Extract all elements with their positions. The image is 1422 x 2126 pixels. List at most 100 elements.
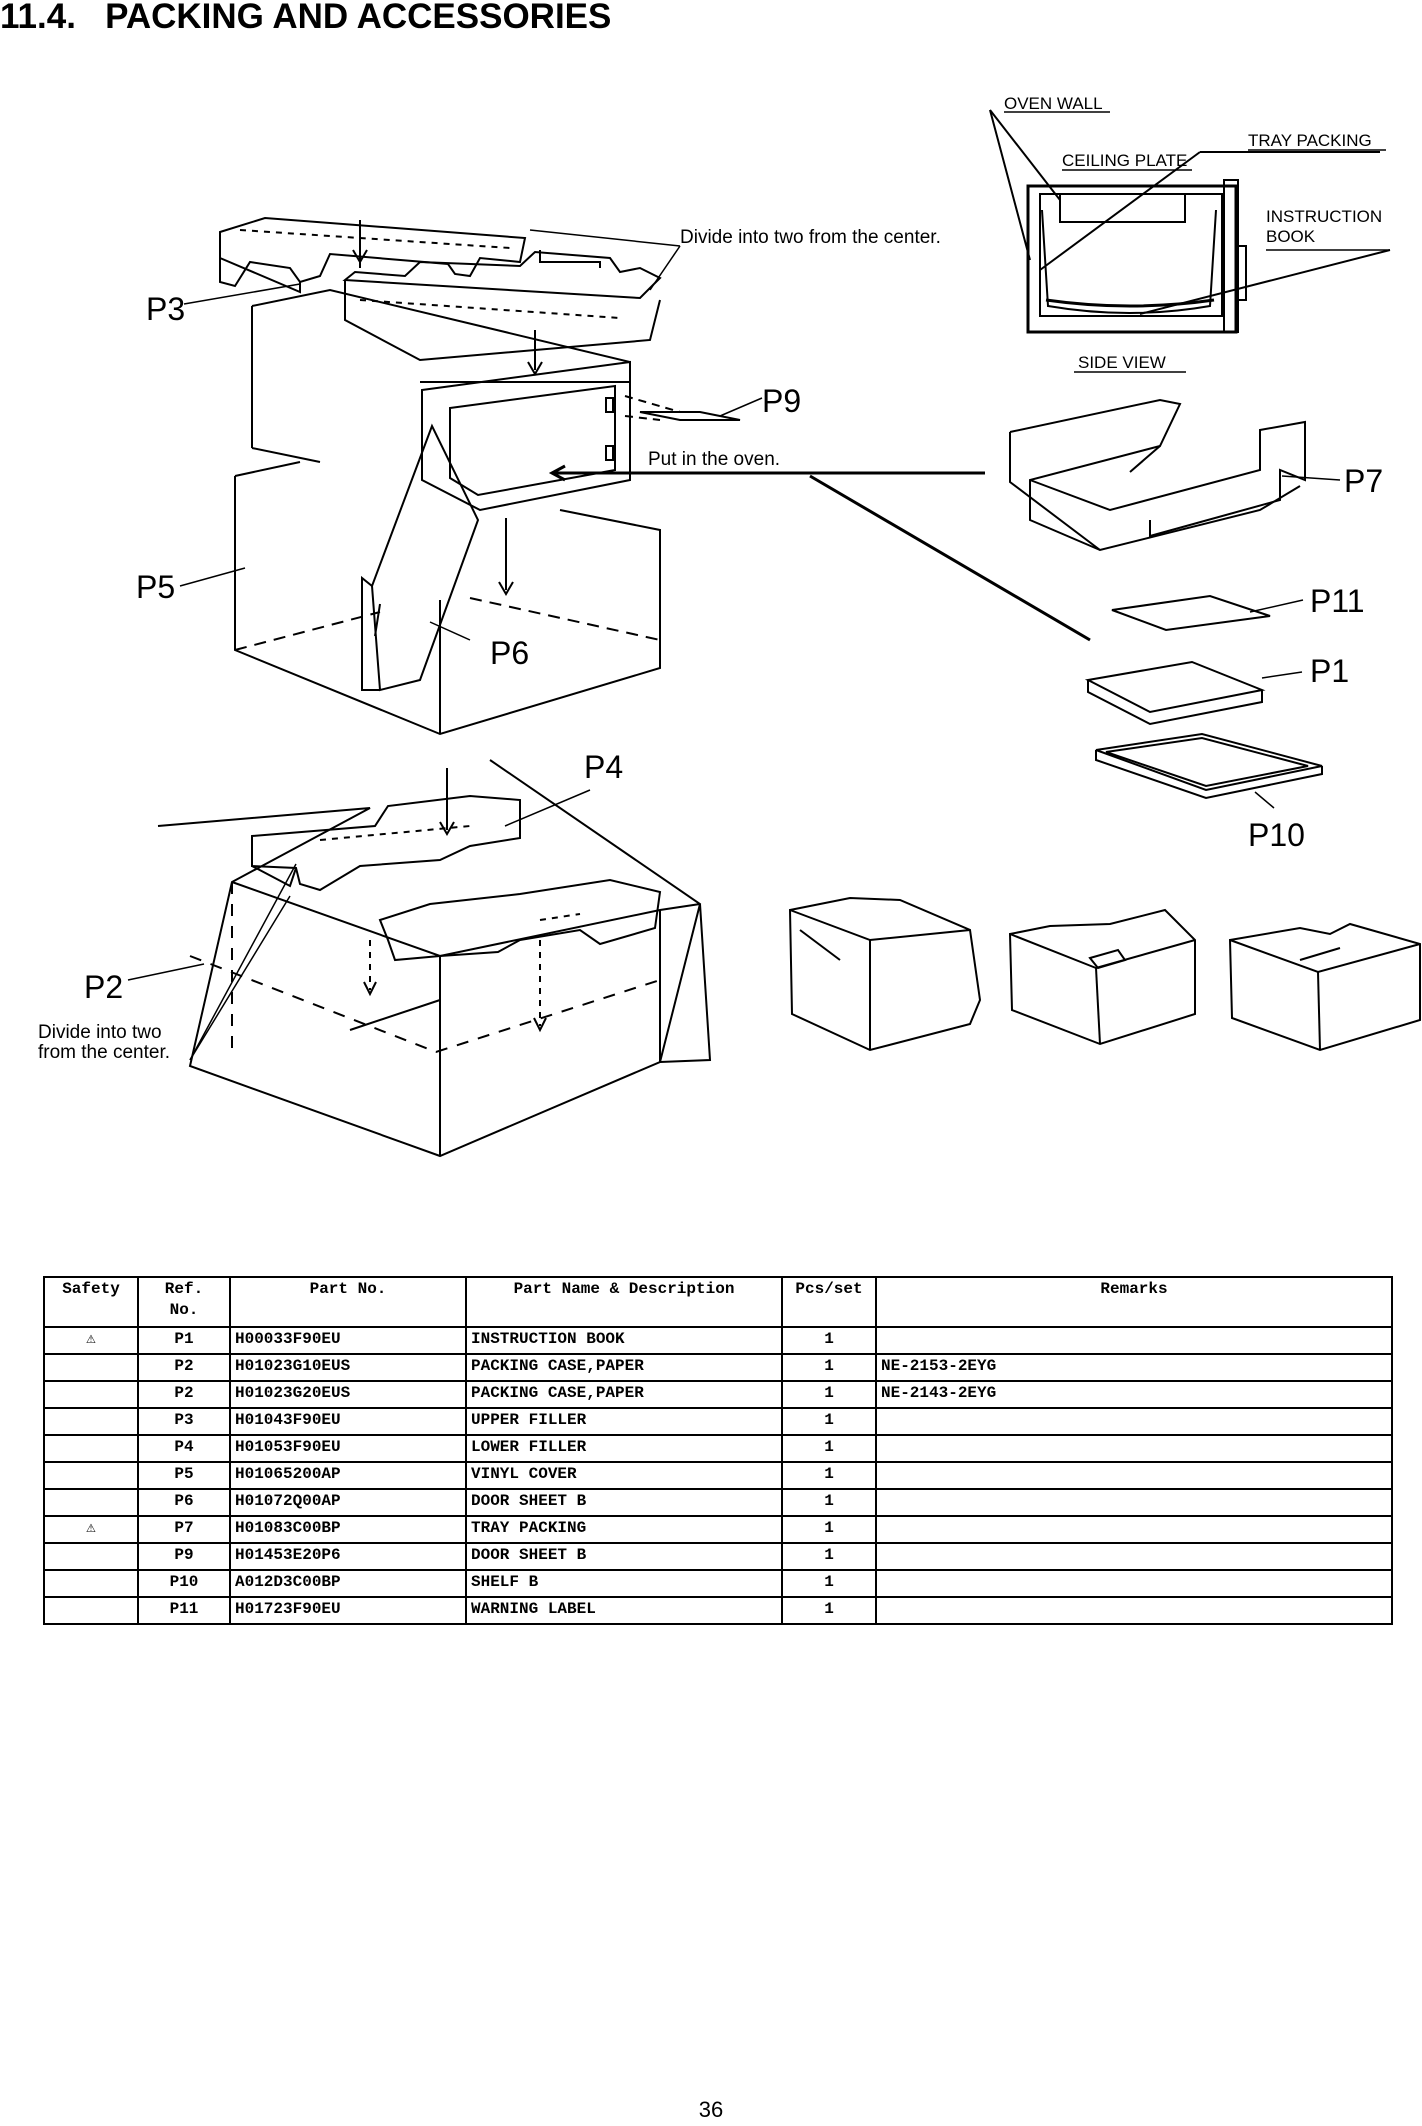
cell-safety: ⚠: [43, 1326, 139, 1355]
table-row: P6 H01072Q00AP DOOR SHEET B 1: [43, 1488, 1393, 1517]
cell-part: H01023G10EUS: [229, 1353, 467, 1382]
cell-remarks: [875, 1434, 1393, 1463]
table-row: P10 A012D3C00BP SHELF B 1: [43, 1569, 1393, 1598]
table-row: P2 H01023G10EUS PACKING CASE,PAPER 1 NE-…: [43, 1353, 1393, 1382]
door-sheet-drawing: [361, 423, 480, 692]
section-heading: 11.4. PACKING AND ACCESSORIES: [0, 0, 611, 34]
cell-part: H01023G20EUS: [229, 1380, 467, 1409]
cell-name: PACKING CASE,PAPER: [465, 1353, 783, 1382]
cell-pcs: 1: [781, 1353, 877, 1382]
cell-part: H01453E20P6: [229, 1542, 467, 1571]
warning-label-drawing: [1111, 594, 1271, 632]
cell-ref: P2: [137, 1353, 231, 1382]
table-row: ⚠ P7 H01083C00BP TRAY PACKING 1: [43, 1515, 1393, 1544]
header-ref-line2: No.: [169, 1301, 199, 1319]
cell-remarks: [875, 1488, 1393, 1517]
cell-pcs: 1: [781, 1434, 877, 1463]
note-put-in-oven: Put in the oven.: [648, 449, 780, 470]
callout-p6: P6: [490, 635, 529, 671]
cell-remarks: [875, 1326, 1393, 1355]
cell-ref: P9: [137, 1542, 231, 1571]
header-name: Part Name & Description: [465, 1276, 783, 1328]
instruction-book-drawing: [1084, 660, 1266, 726]
upper-filler-drawing: [219, 216, 662, 362]
cell-pcs: 1: [781, 1461, 877, 1490]
cell-safety: [43, 1407, 139, 1436]
oven-body-drawing: [421, 360, 631, 512]
label-instruction-2: BOOK: [1266, 227, 1316, 246]
cell-name: PACKING CASE,PAPER: [465, 1380, 783, 1409]
cell-safety: [43, 1353, 139, 1382]
label-instruction-1: INSTRUCTION: [1266, 207, 1382, 226]
callout-p11: P11: [1310, 583, 1365, 619]
tray-packing-drawing: [1009, 398, 1306, 552]
cell-remarks: NE-2143-2EYG: [875, 1380, 1393, 1409]
cell-ref: P7: [137, 1515, 231, 1544]
vinyl-cover-box: [234, 461, 661, 736]
door-sheet-small: [624, 395, 741, 421]
cell-remarks: [875, 1407, 1393, 1436]
header-pcs: Pcs/set: [781, 1276, 877, 1328]
cell-remarks: [875, 1542, 1393, 1571]
callout-p9: P9: [762, 383, 801, 419]
upper-carton: [251, 288, 631, 463]
cell-name: SHELF B: [465, 1569, 783, 1598]
table-row: P2 H01023G20EUS PACKING CASE,PAPER 1 NE-…: [43, 1380, 1393, 1409]
note-divide-bottom-2: from the center.: [38, 1042, 170, 1063]
cell-safety: ⚠: [43, 1515, 139, 1544]
cell-part: H01723F90EU: [229, 1596, 467, 1625]
cell-ref: P6: [137, 1488, 231, 1517]
cell-part: A012D3C00BP: [229, 1569, 467, 1598]
callout-p2: P2: [84, 969, 123, 1005]
cell-part: H00033F90EU: [229, 1326, 467, 1355]
cell-pcs: 1: [781, 1380, 877, 1409]
cell-pcs: 1: [781, 1515, 877, 1544]
cell-safety: [43, 1542, 139, 1571]
label-oven-wall: OVEN WALL: [1004, 94, 1103, 113]
cell-pcs: 1: [781, 1596, 877, 1625]
note-divide-bottom-1: Divide into two: [38, 1022, 162, 1043]
cell-safety: [43, 1461, 139, 1490]
wrapped-box-1: [788, 896, 982, 1052]
shelf-drawing: [1095, 732, 1323, 800]
table-header-row: Safety Ref.No. Part No. Part Name & Desc…: [43, 1276, 1393, 1328]
wrapped-box-2: [1008, 908, 1196, 1046]
cell-remarks: [875, 1515, 1393, 1544]
cell-ref: P3: [137, 1407, 231, 1436]
cell-pcs: 1: [781, 1569, 877, 1598]
cell-ref: P2: [137, 1380, 231, 1409]
section-title: PACKING AND ACCESSORIES: [105, 0, 612, 36]
label-tray-packing: TRAY PACKING: [1248, 131, 1372, 150]
wrapped-box-3: [1228, 922, 1421, 1052]
cell-safety: [43, 1380, 139, 1409]
label-side-view: SIDE VIEW: [1078, 353, 1166, 372]
table-row: P4 H01053F90EU LOWER FILLER 1: [43, 1434, 1393, 1463]
cell-pcs: 1: [781, 1326, 877, 1355]
cell-ref: P5: [137, 1461, 231, 1490]
cell-name: DOOR SHEET B: [465, 1542, 783, 1571]
cell-name: INSTRUCTION BOOK: [465, 1326, 783, 1355]
callout-p7: P7: [1344, 463, 1383, 499]
header-part-no: Part No.: [229, 1276, 467, 1328]
cell-part: H01053F90EU: [229, 1434, 467, 1463]
cell-ref: P11: [137, 1596, 231, 1625]
parts-table: Safety Ref.No. Part No. Part Name & Desc…: [43, 1276, 1393, 1625]
cell-pcs: 1: [781, 1488, 877, 1517]
cell-name: VINYL COVER: [465, 1461, 783, 1490]
page-number: 36: [698, 2097, 724, 2122]
callout-p10: P10: [1248, 817, 1305, 853]
table-row: P9 H01453E20P6 DOOR SHEET B 1: [43, 1542, 1393, 1571]
packing-exploded-diagram: P3 P9 P5 P6 P7 P11 P1 P10 P4 P2 Divide i…: [38, 94, 1421, 1158]
table-row: P5 H01065200AP VINYL COVER 1: [43, 1461, 1393, 1490]
cell-remarks: [875, 1596, 1393, 1625]
callout-p4: P4: [584, 749, 623, 785]
cell-name: LOWER FILLER: [465, 1434, 783, 1463]
cell-name: TRAY PACKING: [465, 1515, 783, 1544]
header-remarks: Remarks: [875, 1276, 1393, 1328]
cell-safety: [43, 1569, 139, 1598]
cell-safety: [43, 1434, 139, 1463]
cell-name: DOOR SHEET B: [465, 1488, 783, 1517]
cell-safety: [43, 1488, 139, 1517]
table-row: P3 H01043F90EU UPPER FILLER 1: [43, 1407, 1393, 1436]
header-ref-line1: Ref.: [164, 1280, 204, 1298]
